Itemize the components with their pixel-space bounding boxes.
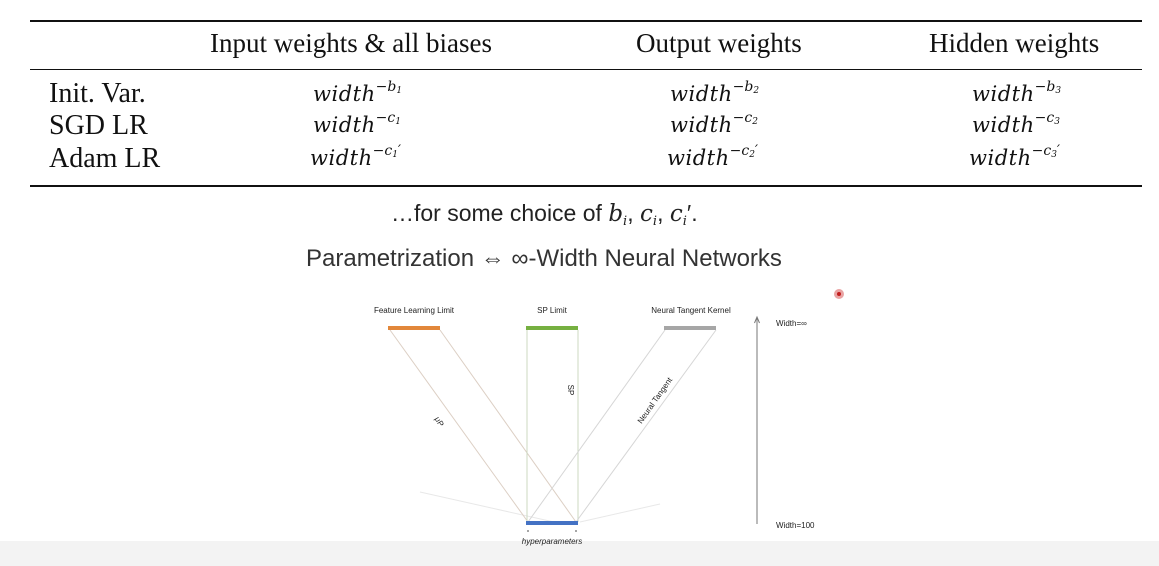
formula-sgd-lr-input: width−c1 [313,109,401,137]
ntk-bar [664,326,716,330]
width-infinity-label: Width=∞ [776,319,807,328]
row-label-init-var: Init. Var. [49,78,146,109]
formula-init-var-input: width−b1 [313,78,403,106]
hyperparameters-bar [526,521,578,525]
mup-label: μP [433,415,446,428]
hyperparameters-label: hyperparameters [522,537,582,546]
table-bottom-rule [30,185,1142,187]
formula-adam-lr-input: width−c1′ [310,142,402,170]
column-header-input-weights: Input weights & all biases [210,28,492,58]
sp-label: SP [566,385,575,396]
formula-init-var-hidden: width−b3 [972,78,1062,106]
laser-pointer-dot [834,289,844,299]
neural-tangent-label: Neural Tangent [636,375,675,425]
hyperparameter-tick-left [527,530,529,532]
ntk-label: Neural Tangent Kernel [651,306,731,315]
width-100-label: Width=100 [776,521,815,530]
bottom-band [0,541,1159,566]
choice-caption: …for some choice of bi, ci, ci′. [391,200,698,229]
feature-learning-limit-label: Feature Learning Limit [374,306,455,315]
mup-line-right [439,329,577,523]
width-axis-arrow [754,315,760,324]
row-label-adam-lr: Adam LR [49,143,161,174]
formula-sgd-lr-output: width−c2 [670,109,758,137]
fan-line-left [419,491,555,523]
formula-adam-lr-output: width−c2′ [667,142,759,170]
row-label-sgd-lr: SGD LR [49,110,148,141]
column-header-hidden-weights: Hidden weights [929,28,1100,58]
fan-line-right [579,503,661,523]
formula-sgd-lr-hidden: width−c3 [972,109,1060,137]
parametrization-diagram: Feature Learning Limit SP Limit Neural T… [374,306,815,546]
sp-limit-bar [526,326,578,330]
hyperparameter-tick-right [575,530,577,532]
table-top-rule [30,20,1142,22]
ntk-line-right [575,329,717,523]
sp-limit-label: SP Limit [537,306,567,315]
ntk-line-left [527,329,666,523]
column-header-output-weights: Output weights [636,28,802,58]
formula-adam-lr-hidden: width−c3′ [969,142,1061,170]
headline: Parametrization ⇔ ∞-Width Neural Network… [306,245,782,272]
feature-learning-bar [388,326,440,330]
table-header-rule [30,69,1142,70]
formula-init-var-output: width−b2 [670,78,760,106]
mup-line-left [389,329,529,523]
